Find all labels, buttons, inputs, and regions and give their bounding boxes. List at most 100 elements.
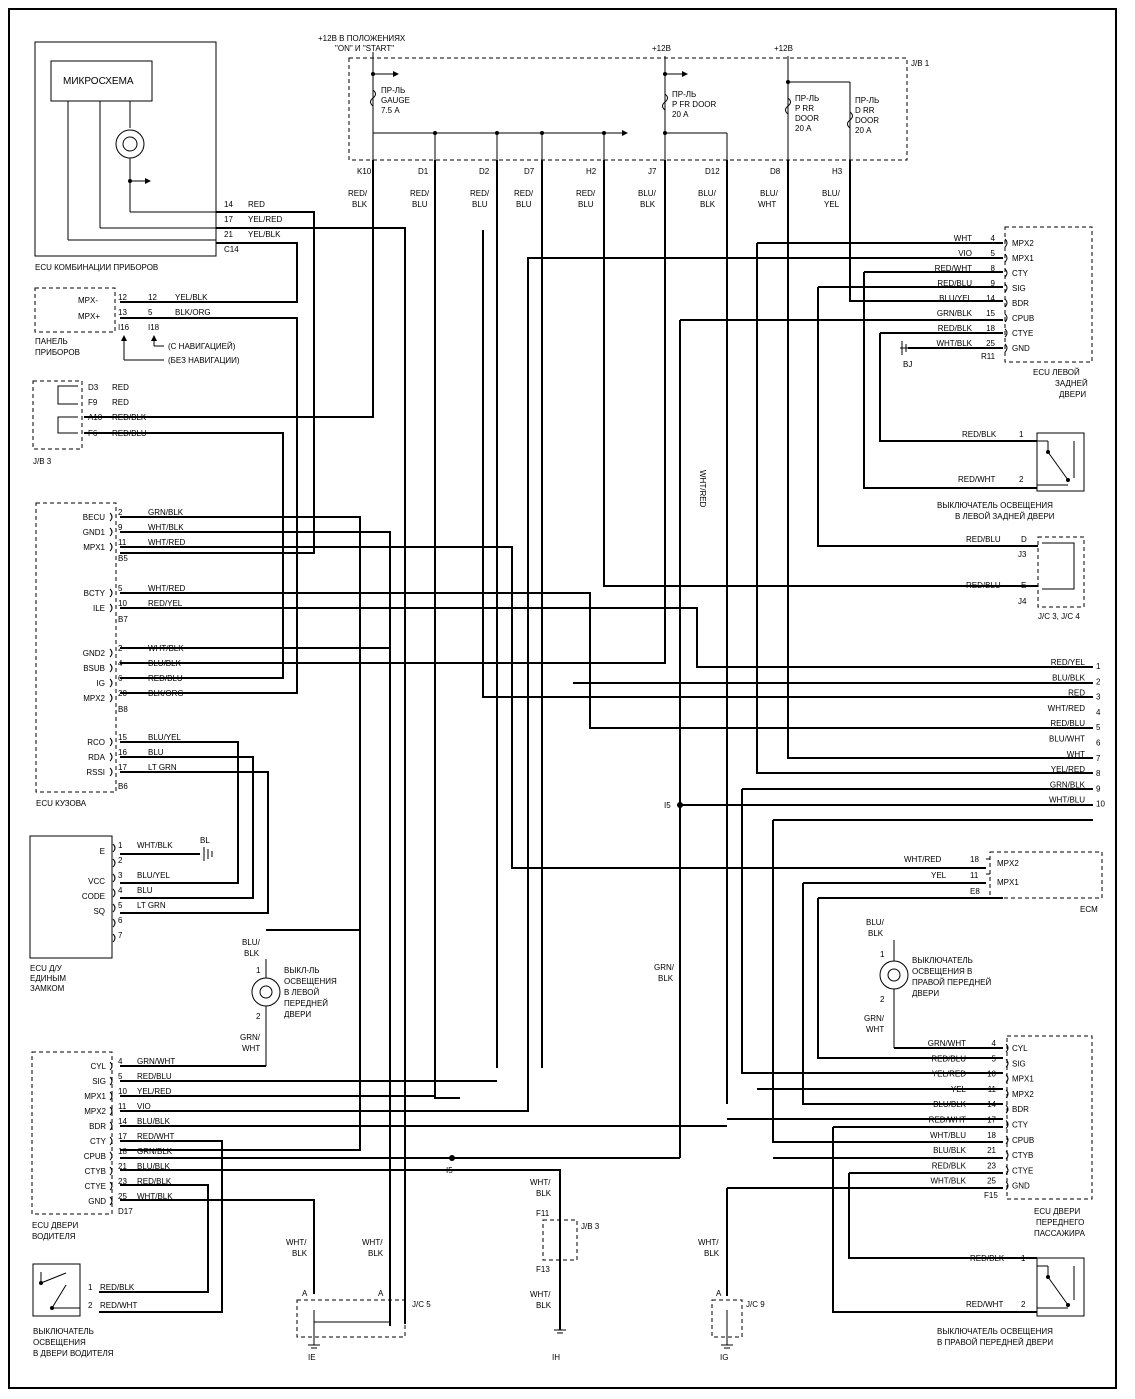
continuation-number: 4 bbox=[1096, 708, 1101, 717]
driver-pin-name: BDR bbox=[89, 1122, 106, 1131]
jb3-color-d3: RED bbox=[112, 383, 129, 392]
lr-label-3: ДВЕРИ bbox=[1059, 390, 1086, 399]
lock-pin-color: BLU/YEL bbox=[137, 871, 170, 880]
j7-color1: BLU/ bbox=[638, 189, 657, 198]
jb3-pin-d3: D3 bbox=[88, 383, 99, 392]
driver-pin-color: BLU/BLK bbox=[137, 1117, 171, 1126]
lock-pin-tick bbox=[112, 858, 116, 868]
conn-b5: B5 bbox=[118, 554, 128, 563]
c14-pin-17: 17 bbox=[224, 215, 233, 224]
driver-pin-tick bbox=[109, 1076, 113, 1086]
body-pin-number: 9 bbox=[118, 523, 123, 532]
body-pin-color: GRN/BLK bbox=[148, 508, 184, 517]
body-pin-name: MPX1 bbox=[83, 543, 105, 552]
bottom-grounds bbox=[308, 1329, 733, 1349]
lock-pin-color: WHT/BLK bbox=[137, 841, 173, 850]
pin-j7: J7 bbox=[648, 167, 657, 176]
conn-b7: B7 bbox=[118, 615, 128, 624]
jc-conn-j3: J3 bbox=[1018, 550, 1027, 559]
body-pin-tick bbox=[109, 693, 113, 703]
driver-door-switch: 1 RED/BLK 2 RED/WHT ВЫКЛЮЧАТЕЛЬ ОСВЕЩЕНИ… bbox=[32, 1263, 137, 1358]
lock-pin-tick bbox=[112, 903, 116, 913]
pass-pin-name: CTYE bbox=[1012, 1166, 1033, 1175]
jc5-w1b: BLK bbox=[292, 1249, 308, 1258]
lr-pin-color: WHT bbox=[954, 234, 972, 243]
jc9-w1b: BLK bbox=[704, 1249, 720, 1258]
ih-ground-label: IH bbox=[552, 1353, 560, 1362]
lf-bot-1: GRN/ bbox=[240, 1033, 261, 1042]
drv-sw-label-3: В ДВЕРИ ВОДИТЕЛЯ bbox=[33, 1349, 114, 1358]
chip-label: МИКРОСХЕМА bbox=[63, 76, 134, 87]
ip-conn-i16: I16 bbox=[118, 323, 130, 332]
driver-pin-tick bbox=[109, 1196, 113, 1206]
body-pin-name: IG bbox=[97, 679, 105, 688]
supply-b2-label: +12В bbox=[774, 44, 793, 53]
driver-pin-color: RED/BLK bbox=[137, 1177, 172, 1186]
continuation-color: BLU/BLK bbox=[1052, 673, 1086, 682]
body-pin-name: BSUB bbox=[83, 664, 105, 673]
rf-pin-1: 1 bbox=[880, 950, 885, 959]
jc5-w1a: WHT/ bbox=[286, 1238, 307, 1247]
supply-ig-label: +12В В ПОЛОЖЕНИЯХ bbox=[318, 34, 406, 43]
driver-pin-tick bbox=[109, 1181, 113, 1191]
body-pin-color: WHT/BLK bbox=[148, 523, 184, 532]
driver-conn: D17 bbox=[118, 1207, 133, 1216]
continuation-number: 8 bbox=[1096, 769, 1101, 778]
jb3b-w2b: BLK bbox=[536, 1301, 552, 1310]
driver-pin-number: 21 bbox=[118, 1162, 127, 1171]
lr-pin-number: 5 bbox=[991, 249, 996, 258]
lock-pin-number: 2 bbox=[118, 856, 123, 865]
pin-d7: D7 bbox=[524, 167, 535, 176]
driver-pin-name: SIG bbox=[92, 1077, 106, 1086]
rfs-label-2: В ПРАВОЙ ПЕРЕДНЕЙ ДВЕРИ bbox=[937, 1338, 1053, 1347]
jc5-label: J/C 5 bbox=[412, 1300, 431, 1309]
fuse-drr-l1: ПР-ЛЬ bbox=[855, 96, 879, 105]
lock-pin-number: 4 bbox=[118, 886, 123, 895]
pass-label-1: ECU ДВЕРИ bbox=[1034, 1207, 1081, 1216]
i5-label-right: I5 bbox=[664, 801, 671, 810]
continuation-number: 3 bbox=[1096, 693, 1101, 702]
driver-pin-name: GND bbox=[88, 1197, 106, 1206]
fuse-prr-l1: ПР-ЛЬ bbox=[795, 94, 819, 103]
pass-pin-name: BDR bbox=[1012, 1105, 1029, 1114]
driver-pin-name: CPUB bbox=[84, 1152, 106, 1161]
pass-pin-color: WHT/BLU bbox=[930, 1131, 966, 1140]
lr-pin-tick bbox=[1004, 253, 1008, 263]
door-lock-label-3: ЗАМКОМ bbox=[30, 984, 65, 993]
fuse-prr-l3: DOOR bbox=[795, 114, 819, 123]
pass-pin-tick bbox=[1005, 1074, 1009, 1083]
body-pin-tick bbox=[109, 752, 113, 762]
body-pin-name: GND2 bbox=[83, 649, 106, 658]
body-pin-number: 5 bbox=[118, 584, 123, 593]
pin-h3: H3 bbox=[832, 167, 843, 176]
ground-bj bbox=[900, 341, 908, 355]
drv-sw-label-1: ВЫКЛЮЧАТЕЛЬ bbox=[33, 1327, 94, 1336]
jc5-pin-a1: A bbox=[302, 1289, 308, 1298]
ecm-label: ECM bbox=[1080, 905, 1098, 914]
continuation-number: 1 bbox=[1096, 662, 1101, 671]
jb3b-top: F11 bbox=[536, 1209, 550, 1218]
driver-pin-tick bbox=[109, 1106, 113, 1116]
jc9: A J/C 9 IG WHT/ BLK bbox=[698, 1238, 765, 1362]
fuse-prr-l4: 20 А bbox=[795, 124, 812, 133]
pass-pin-tick bbox=[1005, 1043, 1009, 1053]
lrs-pin-2: 2 bbox=[1019, 475, 1024, 484]
fuse-pfr-l3: 20 А bbox=[672, 110, 689, 119]
lr-pin-name: CPUB bbox=[1012, 314, 1034, 323]
drv-sw-color-1: RED/BLK bbox=[100, 1283, 135, 1292]
lr-pin-number: 9 bbox=[991, 279, 996, 288]
drv-sw-label-2: ОСВЕЩЕНИЯ bbox=[33, 1338, 86, 1347]
bl-ground-label: BL bbox=[200, 836, 210, 845]
lock-pin-tick bbox=[112, 918, 116, 928]
driver-pin-number: 4 bbox=[118, 1057, 123, 1066]
ecm-pin-18: 18 bbox=[970, 855, 979, 864]
rfs-label-1: ВЫКЛЮЧАТЕЛЬ ОСВЕЩЕНИЯ bbox=[937, 1327, 1053, 1336]
lr-pin-number: 8 bbox=[991, 264, 996, 273]
lr-pin-name: MPX1 bbox=[1012, 254, 1034, 263]
lock-pin-tick bbox=[112, 933, 116, 943]
j7-color2: BLK bbox=[640, 200, 656, 209]
jc9-pin-a: A bbox=[716, 1289, 722, 1298]
right-front-door-courtesy-switch: 1 RED/BLK 2 RED/WHT ВЫКЛЮЧАТЕЛЬ ОСВЕЩЕНИ… bbox=[937, 1254, 1085, 1347]
